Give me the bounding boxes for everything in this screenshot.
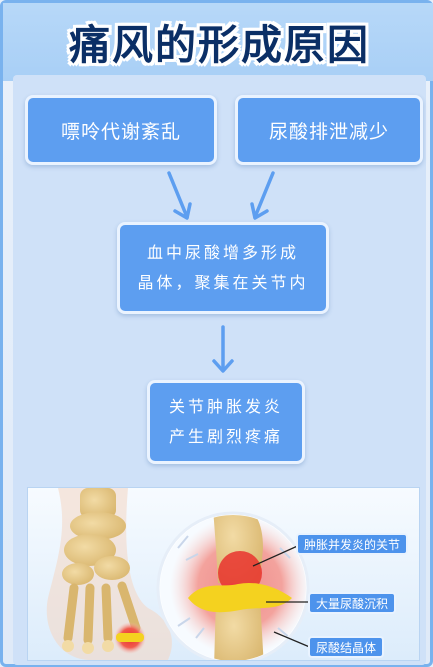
cause-right-label: 尿酸排泄减少: [268, 120, 389, 143]
label-swollen-joint: 肿胀并发炎的关节: [296, 533, 409, 555]
label-urate-deposit: 大量尿酸沉积: [308, 592, 397, 614]
arrow-left-icon: [167, 171, 192, 220]
arrow-down-icon: [212, 325, 234, 373]
cause-purine-metabolism: 嘌呤代谢紊乱: [25, 95, 217, 165]
page-title: 痛风的形成原因: [69, 21, 370, 69]
result-line-2: 产生剧烈疼痛: [168, 427, 283, 446]
result-line-1: 关节肿胀发炎: [168, 397, 283, 416]
label-urate-crystal: 尿酸结晶体: [308, 636, 385, 658]
joint-inflammation-box: 关节肿胀发炎 产生剧烈疼痛: [147, 380, 305, 464]
middle-line-2: 晶体，聚集在关节内: [137, 273, 309, 292]
cause-uric-excretion: 尿酸排泄减少: [235, 95, 423, 165]
foot-skeleton-image: [46, 488, 315, 660]
cause-left-label: 嘌呤代谢紊乱: [60, 120, 181, 143]
foot-joint-illustration: 肿胀并发炎的关节 大量尿酸沉积 尿酸结晶体: [27, 487, 420, 661]
middle-line-1: 血中尿酸增多形成: [146, 243, 299, 262]
arrow-right-icon: [250, 171, 275, 220]
header-band: 痛风的形成原因: [3, 3, 433, 81]
crystal-formation-box: 血中尿酸增多形成 晶体，聚集在关节内: [117, 222, 329, 314]
